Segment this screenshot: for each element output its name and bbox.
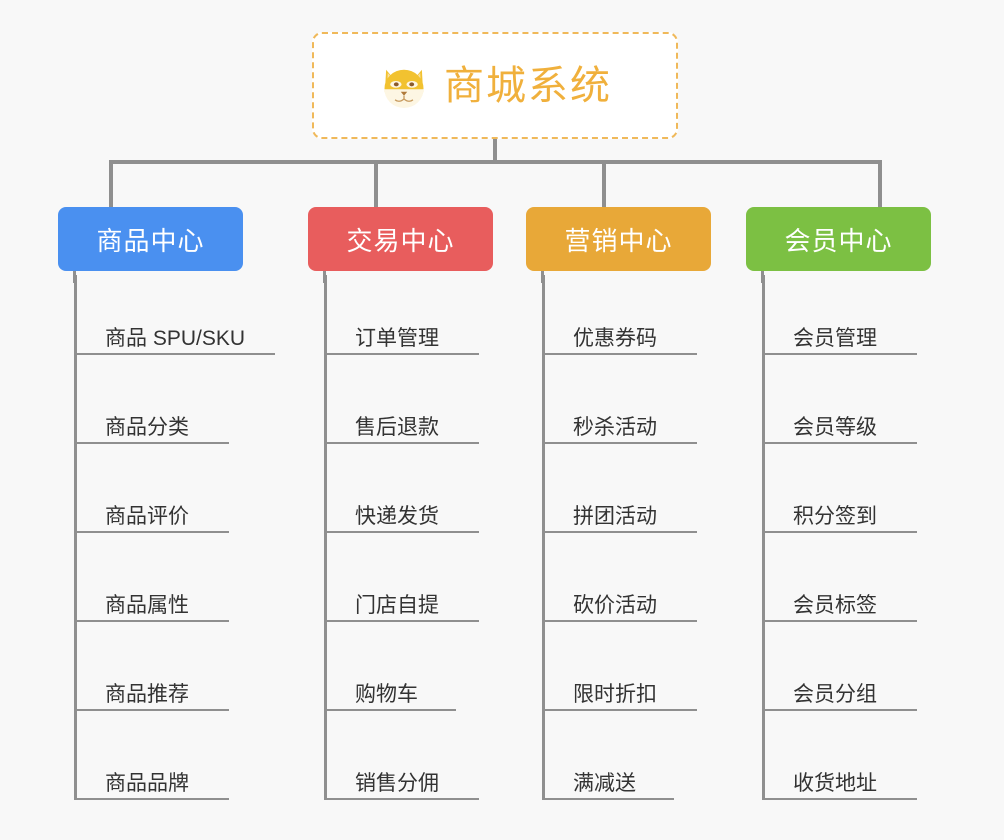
item-underline	[542, 709, 697, 711]
item-underline	[74, 442, 229, 444]
category-label-product-center: 商品中心	[96, 225, 205, 256]
category-box-marketing-center[interactable]: 营销中心	[526, 207, 711, 271]
root-node-shop-system[interactable]: 商城系统	[312, 32, 678, 139]
item-underline	[542, 620, 697, 622]
item-underline	[762, 620, 917, 622]
item-label: 会员等级	[793, 416, 877, 439]
connector-root-stem	[493, 139, 497, 164]
category-box-product-center[interactable]: 商品中心	[58, 207, 243, 271]
item-underline	[74, 353, 275, 355]
item-label: 商品品牌	[105, 772, 189, 795]
item-underline	[74, 709, 229, 711]
item-label: 销售分佣	[355, 772, 439, 795]
item-underline	[762, 353, 917, 355]
item-underline	[762, 442, 917, 444]
item-rail-product-center	[74, 275, 77, 800]
item-label: 门店自提	[355, 594, 439, 617]
item-label: 商品推荐	[105, 683, 189, 706]
root-title: 商城系统	[444, 63, 612, 108]
item-label: 会员标签	[793, 594, 877, 617]
category-label-marketing-center: 营销中心	[564, 225, 673, 256]
connector-branch-member-center	[877, 160, 882, 207]
item-rail-trade-center	[324, 275, 327, 800]
item-label: 砍价活动	[573, 594, 657, 617]
item-label: 满减送	[573, 772, 636, 795]
item-label: 商品 SPU/SKU	[105, 327, 246, 350]
item-underline	[324, 709, 456, 711]
item-label: 会员分组	[793, 683, 877, 706]
item-label: 订单管理	[355, 327, 439, 350]
item-underline	[542, 353, 697, 355]
item-label: 优惠券码	[573, 327, 657, 350]
item-label: 会员管理	[793, 327, 877, 350]
item-underline	[762, 709, 917, 711]
item-label: 拼团活动	[573, 505, 657, 528]
connector-horizontal-bus	[108, 160, 882, 164]
item-label: 商品分类	[105, 416, 189, 439]
connector-branch-product-center	[108, 160, 113, 207]
item-underline	[542, 442, 697, 444]
item-label: 秒杀活动	[573, 416, 657, 439]
item-underline	[762, 531, 917, 533]
item-label: 商品属性	[105, 594, 189, 617]
item-label: 积分签到	[793, 505, 877, 528]
item-label: 购物车	[355, 683, 418, 706]
category-label-member-center: 会员中心	[784, 225, 893, 256]
item-underline	[74, 798, 229, 800]
shiba-dog-icon	[384, 69, 424, 108]
category-label-trade-center: 交易中心	[346, 225, 455, 256]
item-underline	[542, 531, 697, 533]
item-label: 售后退款	[355, 416, 439, 439]
item-underline	[324, 798, 479, 800]
item-underline	[324, 620, 479, 622]
item-underline	[74, 620, 229, 622]
item-underline	[762, 798, 917, 800]
item-rail-member-center	[762, 275, 765, 800]
item-rail-marketing-center	[542, 275, 545, 800]
connector-branch-trade-center	[373, 160, 378, 207]
item-underline	[324, 442, 479, 444]
category-box-member-center[interactable]: 会员中心	[746, 207, 931, 271]
item-underline	[542, 798, 674, 800]
item-label: 收货地址	[793, 772, 877, 795]
item-underline	[324, 531, 479, 533]
category-box-trade-center[interactable]: 交易中心	[308, 207, 493, 271]
item-label: 快递发货	[355, 505, 439, 528]
item-label: 限时折扣	[573, 683, 657, 706]
connector-branch-marketing-center	[601, 160, 606, 207]
item-label: 商品评价	[105, 505, 189, 528]
item-underline	[74, 531, 229, 533]
item-underline	[324, 353, 479, 355]
